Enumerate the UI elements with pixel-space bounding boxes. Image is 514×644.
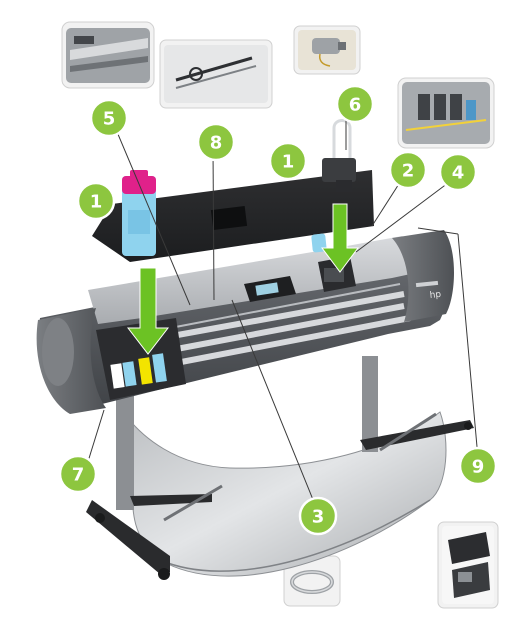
thumbnail-printhead-carriage xyxy=(397,77,495,149)
thumbnail-platen-rollers xyxy=(61,21,155,89)
stand-foot-left xyxy=(86,500,170,574)
stand-leg-left xyxy=(116,390,134,510)
svg-text:5: 5 xyxy=(103,109,116,130)
svg-text:7: 7 xyxy=(72,465,85,486)
callout-9: 9 xyxy=(458,446,498,486)
callout-1-cartridge: 1 xyxy=(76,181,116,221)
brand-mark: hp xyxy=(429,290,442,301)
paper-basket xyxy=(117,403,447,577)
svg-text:4: 4 xyxy=(452,163,465,184)
callout-2: 2 xyxy=(388,150,428,190)
svg-text:6: 6 xyxy=(349,95,362,116)
callout-5: 5 xyxy=(89,98,129,138)
callout-3: 3 xyxy=(298,496,338,536)
thumbnail-cutter-assembly xyxy=(159,39,273,109)
svg-text:1: 1 xyxy=(90,192,103,213)
leader-lines xyxy=(85,108,479,513)
right-end-cap xyxy=(392,230,454,322)
thumbnail-drive-belt xyxy=(283,555,341,607)
thumbnail-service-station xyxy=(437,521,499,609)
svg-text:9: 9 xyxy=(472,457,485,478)
callout-7: 7 xyxy=(58,454,98,494)
svg-text:1: 1 xyxy=(282,152,295,173)
callout-4: 4 xyxy=(438,152,478,192)
callout-6: 6 xyxy=(335,84,375,124)
svg-text:8: 8 xyxy=(210,133,223,154)
callout-8: 8 xyxy=(196,122,236,162)
callout-1-lid: 1 xyxy=(268,141,308,181)
insert-arrow-printhead xyxy=(321,203,359,273)
svg-text:2: 2 xyxy=(402,161,415,182)
ink-cartridge-part xyxy=(122,170,156,256)
thumbnail-cartridge-motor xyxy=(293,25,361,75)
svg-text:3: 3 xyxy=(312,507,325,528)
insert-arrow-cartridge xyxy=(126,267,170,355)
printhead-part xyxy=(322,119,356,192)
stand-leg-right xyxy=(362,356,378,452)
